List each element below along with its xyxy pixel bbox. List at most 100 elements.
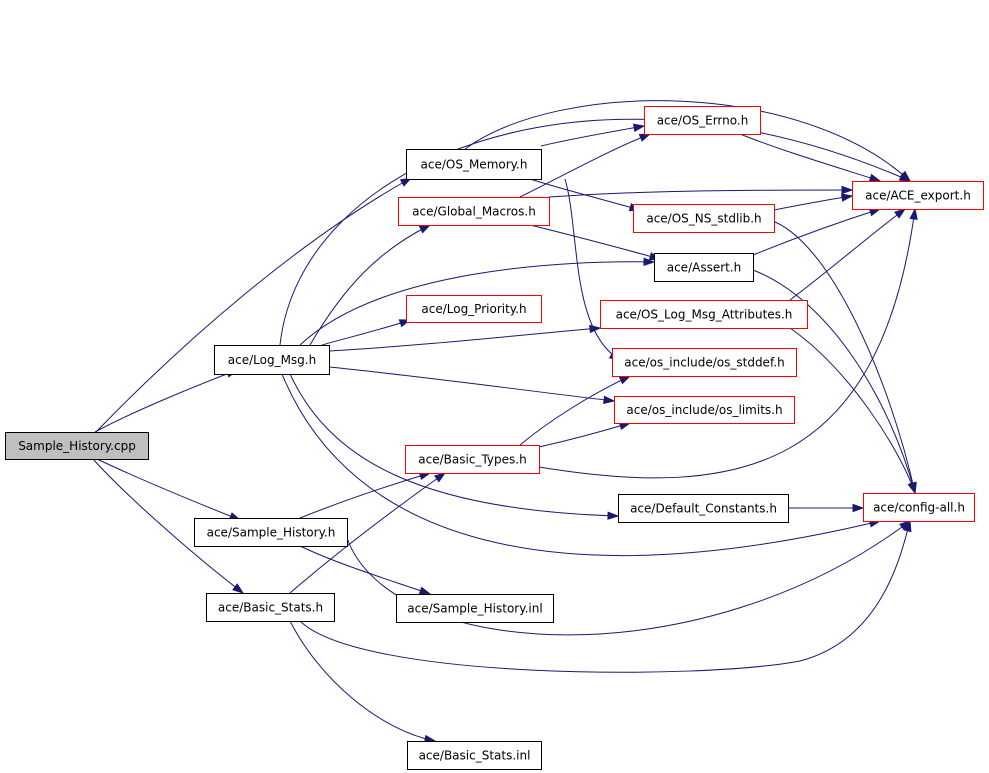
node-label: ace/config-all.h — [873, 501, 965, 515]
node-os_log_msg_attributes[interactable]: ace/OS_Log_Msg_Attributes.h — [600, 300, 808, 329]
node-label: ace/ACE_export.h — [865, 189, 971, 203]
node-label: ace/OS_Errno.h — [657, 114, 749, 128]
edge-log_msg-to-os_limits — [328, 366, 616, 404]
edge-log_msg-to-os_log_msg_attributes — [328, 324, 602, 352]
node-box — [600, 300, 808, 329]
node-box — [852, 181, 984, 210]
node-box — [633, 204, 775, 233]
node-box — [405, 445, 540, 474]
nodes-layer: Sample_History.cpp ace/OS_Memory.h ace/OS_… — [5, 106, 984, 770]
node-box — [194, 518, 348, 547]
node-label: ace/Sample_History.h — [207, 526, 336, 540]
node-label: ace/Log_Msg.h — [228, 353, 316, 367]
edge-basic_stats_h-to-config_all — [299, 519, 912, 673]
node-box — [614, 396, 795, 424]
arrowhead — [643, 257, 656, 266]
edge-os_memory-to-os_stddef — [564, 178, 622, 361]
arrowhead — [603, 395, 616, 404]
node-os_ns_stdlib[interactable]: ace/OS_NS_stdlib.h — [633, 204, 775, 233]
edge-sample_history_cpp-to-basic_stats_h — [92, 458, 245, 594]
node-box — [396, 594, 554, 623]
arrowhead — [418, 586, 432, 595]
node-os_stddef[interactable]: ace/os_include/os_stddef.h — [612, 348, 797, 377]
arrowhead — [434, 472, 447, 483]
node-label: ace/os_include/os_limits.h — [626, 403, 782, 417]
edge-log_msg-to-default_constants — [289, 373, 620, 520]
node-box — [407, 741, 542, 770]
node-sample_history_cpp[interactable]: Sample_History.cpp — [5, 432, 149, 460]
node-label: ace/Basic_Stats.h — [218, 601, 323, 615]
node-os_limits[interactable]: ace/os_include/os_limits.h — [614, 396, 795, 424]
node-box — [612, 348, 797, 377]
node-global_macros[interactable]: ace/Global_Macros.h — [398, 197, 550, 226]
arrowhead — [868, 173, 882, 182]
node-assert[interactable]: ace/Assert.h — [654, 253, 754, 282]
arrowhead — [618, 375, 632, 385]
node-box — [406, 295, 542, 323]
arrowhead — [638, 133, 652, 142]
node-ace_export[interactable]: ace/ACE_export.h — [852, 181, 984, 210]
edge-sample_history_cpp-to-log_msg — [94, 369, 239, 433]
edge-basic_stats_h-to-basic_types — [289, 472, 447, 594]
node-label: ace/Assert.h — [667, 261, 742, 275]
arrowhead — [909, 207, 918, 220]
edge-log_msg-to-ace_export — [279, 118, 912, 346]
node-box — [644, 106, 761, 135]
node-basic_stats_inl[interactable]: ace/Basic_Stats.inl — [407, 741, 542, 770]
arrowhead — [232, 583, 245, 594]
arrowhead — [840, 193, 854, 202]
node-basic_types[interactable]: ace/Basic_Types.h — [405, 445, 540, 474]
node-os_errno[interactable]: ace/OS_Errno.h — [644, 106, 761, 135]
node-box — [206, 593, 335, 622]
node-box — [5, 432, 149, 460]
node-log_msg[interactable]: ace/Log_Msg.h — [214, 345, 330, 375]
edge-log_msg-to-assert — [299, 257, 656, 346]
node-sample_history_h[interactable]: ace/Sample_History.h — [194, 518, 348, 547]
node-basic_stats_h[interactable]: ace/Basic_Stats.h — [206, 593, 335, 622]
arrowhead — [903, 519, 912, 533]
arrowhead — [852, 503, 865, 513]
edge-basic_stats_h-to-basic_stats_inl — [289, 620, 437, 744]
node-label: ace/Basic_Stats.inl — [419, 749, 531, 763]
edge-log_msg-to-global_macros — [309, 224, 432, 346]
node-box — [398, 197, 550, 226]
node-config_all[interactable]: ace/config-all.h — [863, 493, 975, 522]
node-box — [863, 493, 975, 522]
node-label: ace/Sample_History.inl — [407, 602, 542, 616]
node-sample_history_inl[interactable]: ace/Sample_History.inl — [396, 594, 554, 623]
node-label: ace/OS_Memory.h — [421, 158, 528, 172]
node-label: ace/Global_Macros.h — [412, 205, 536, 219]
node-label: ace/OS_NS_stdlib.h — [646, 212, 761, 226]
node-box — [654, 253, 754, 282]
edge-sample_history_cpp-to-sample_history_h — [96, 458, 242, 521]
node-label: ace/Log_Priority.h — [421, 302, 526, 316]
node-os_memory[interactable]: ace/OS_Memory.h — [406, 149, 542, 180]
node-default_constants[interactable]: ace/Default_Constants.h — [618, 494, 789, 523]
arrowhead — [418, 224, 432, 234]
edge-basic_types-to-os_stddef — [519, 375, 632, 446]
edge-default_constants-to-config_all — [788, 503, 865, 513]
edges-layer — [92, 100, 918, 744]
arrowhead — [632, 123, 646, 132]
edge-os_errno-to-ace_export — [739, 133, 882, 182]
edge-os_ns_stdlib-to-ace_export — [773, 193, 854, 211]
arrowhead — [898, 172, 912, 182]
arrowhead — [894, 208, 907, 219]
edge-os_memory-to-os_errno — [540, 123, 646, 147]
arrowhead — [907, 481, 916, 495]
arrowhead — [607, 511, 620, 520]
edge-basic_types-to-os_limits — [538, 421, 632, 448]
edge-basic_types-to-ace_export — [538, 207, 918, 479]
arrowhead — [841, 185, 854, 195]
edge-log_msg-to-log_priority — [321, 319, 412, 346]
node-label: ace/Default_Constants.h — [630, 502, 777, 516]
edge-global_macros-to-ace_export — [548, 185, 854, 198]
node-label: ace/OS_Log_Msg_Attributes.h — [616, 308, 793, 322]
node-log_priority[interactable]: ace/Log_Priority.h — [406, 295, 542, 323]
node-box — [214, 345, 330, 375]
edge-os_log_msg_attributes-to-ace_export — [789, 208, 907, 301]
node-label: ace/os_include/os_stddef.h — [624, 356, 784, 370]
edge-global_macros-to-os_errno — [519, 133, 652, 198]
node-box — [618, 494, 789, 523]
